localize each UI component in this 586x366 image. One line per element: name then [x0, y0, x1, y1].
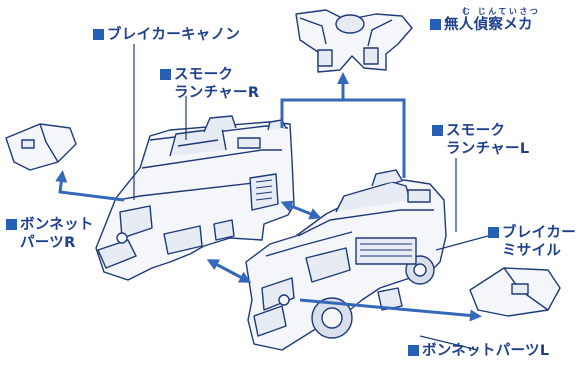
assembly-arrows: [55, 72, 482, 322]
label-breaker-cannon: ブレイカーキャノン: [93, 26, 240, 44]
right-vehicle-body: [245, 169, 447, 351]
label-text: スモーク: [446, 123, 506, 139]
label-smoke-launcher-r: スモークランチャーR: [160, 66, 259, 102]
label-text: ボンネット: [20, 217, 94, 233]
label-text: ランチャーL: [446, 141, 530, 157]
label-text: ボンネットパーツL: [422, 343, 550, 359]
label-text: パーツR: [20, 235, 76, 251]
label-text: ランチャーR: [174, 85, 260, 101]
label-marker: [408, 345, 419, 356]
label-marker: [6, 219, 17, 230]
label-marker: [93, 29, 104, 40]
label-text: ブレイカーキャノン: [107, 27, 241, 43]
left-vehicle-body: [95, 115, 295, 281]
drone-mecha-part: [295, 9, 413, 73]
label-text: ブレイカー: [502, 225, 576, 241]
leader-lines: [133, 44, 489, 351]
bonnet-part-l: [469, 267, 561, 317]
label-marker: [488, 227, 499, 238]
bonnet-part-r: [5, 123, 77, 171]
label-bonnet-parts-l: ボンネットパーツL: [408, 342, 549, 360]
label-breaker-missile: ブレイカーミサイル: [488, 224, 576, 260]
label-drone-mecha: 無人偵察メカ: [430, 16, 533, 34]
label-bonnet-parts-r: ボンネットパーツR: [6, 216, 94, 252]
label-text: ミサイル: [502, 243, 562, 259]
label-marker: [160, 69, 171, 80]
label-smoke-launcher-l: スモークランチャーL: [432, 122, 529, 158]
label-marker: [430, 19, 441, 30]
label-drone-mecha-ruby: む じんていさつ: [462, 7, 541, 16]
label-marker: [432, 125, 443, 136]
label-text: 無人偵察メカ: [444, 17, 533, 33]
label-text: スモーク: [174, 67, 234, 83]
